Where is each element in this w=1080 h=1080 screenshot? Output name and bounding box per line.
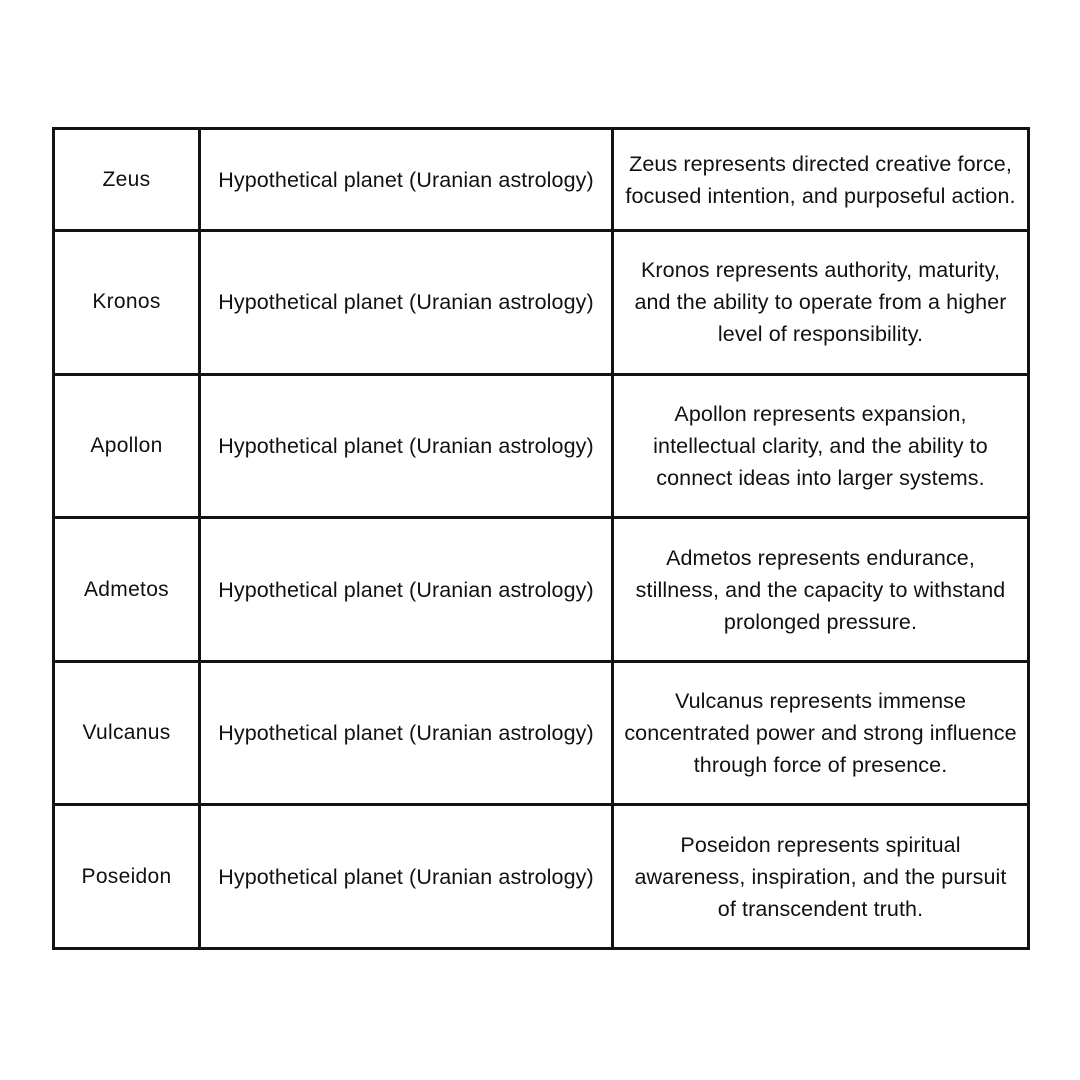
cell-planet-meaning: Kronos represents authority, maturity, a… — [611, 229, 1030, 376]
cell-planet-type: Hypothetical planet (Uranian astrology) — [198, 803, 614, 950]
table-container: Zeus Hypothetical planet (Uranian astrol… — [52, 126, 1030, 950]
cell-planet-name: Zeus — [52, 126, 201, 233]
table-body: Zeus Hypothetical planet (Uranian astrol… — [52, 126, 1030, 950]
table-row: Admetos Hypothetical planet (Uranian ast… — [52, 516, 1030, 663]
table-row: Poseidon Hypothetical planet (Uranian as… — [52, 803, 1030, 950]
table-row: Kronos Hypothetical planet (Uranian astr… — [52, 229, 1030, 376]
cell-planet-type: Hypothetical planet (Uranian astrology) — [198, 516, 614, 663]
table-row: Apollon Hypothetical planet (Uranian ast… — [52, 372, 1030, 520]
cell-planet-name: Poseidon — [52, 803, 201, 950]
cell-planet-meaning: Zeus represents directed creative force,… — [611, 126, 1030, 233]
cell-planet-name: Admetos — [52, 516, 201, 663]
table-row: Vulcanus Hypothetical planet (Uranian as… — [52, 659, 1030, 807]
cell-planet-meaning: Apollon represents expansion, intellectu… — [611, 372, 1030, 520]
cell-planet-meaning: Admetos represents endurance, stillness,… — [611, 516, 1030, 663]
table-row: Zeus Hypothetical planet (Uranian astrol… — [52, 126, 1030, 233]
uranian-planets-table: Zeus Hypothetical planet (Uranian astrol… — [52, 126, 1030, 950]
cell-planet-type: Hypothetical planet (Uranian astrology) — [198, 229, 614, 376]
cell-planet-type: Hypothetical planet (Uranian astrology) — [198, 372, 614, 520]
cell-planet-name: Vulcanus — [52, 659, 201, 807]
cell-planet-meaning: Vulcanus represents immense concentrated… — [611, 659, 1030, 807]
cell-planet-type: Hypothetical planet (Uranian astrology) — [198, 659, 614, 807]
cell-planet-type: Hypothetical planet (Uranian astrology) — [198, 126, 614, 233]
cell-planet-meaning: Poseidon represents spiritual awareness,… — [611, 803, 1030, 950]
cell-planet-name: Kronos — [52, 229, 201, 376]
cell-planet-name: Apollon — [52, 372, 201, 520]
